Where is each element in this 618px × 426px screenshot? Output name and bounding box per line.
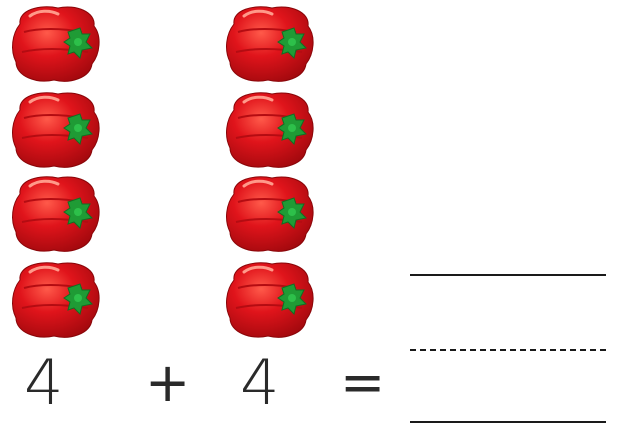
red-pepper-icon <box>222 172 318 254</box>
equals-sign: = <box>340 351 386 414</box>
answer-top-line <box>410 274 606 276</box>
answer-midline-dashed <box>410 349 606 351</box>
red-pepper-icon <box>8 172 104 254</box>
red-pepper-icon <box>222 258 318 340</box>
right-operand: 4 <box>240 346 280 419</box>
plus-sign: + <box>145 351 191 414</box>
red-pepper-icon <box>8 88 104 170</box>
red-pepper-icon <box>222 2 318 84</box>
left-operand: 4 <box>24 346 64 419</box>
red-pepper-icon <box>8 258 104 340</box>
red-pepper-icon <box>8 2 104 84</box>
red-pepper-icon <box>222 88 318 170</box>
answer-baseline <box>410 421 606 423</box>
